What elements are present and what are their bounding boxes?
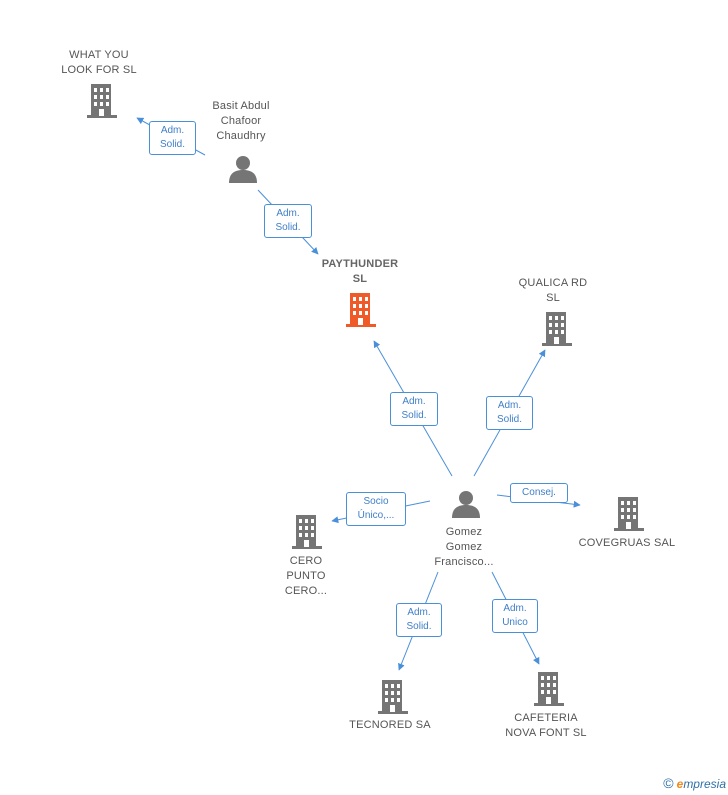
node-label-tecnored: TECNORED SA <box>349 719 431 731</box>
node-label-covegruas: COVEGRUAS SAL <box>578 537 676 549</box>
building-icon[interactable] <box>290 515 324 549</box>
building-icon[interactable] <box>85 84 119 118</box>
building-main-icon[interactable] <box>344 293 378 327</box>
brand-logo-e: e <box>676 777 684 791</box>
building-icon[interactable] <box>376 680 410 714</box>
person-icon[interactable] <box>228 155 258 183</box>
node-label-basit: Basit Abdul Chafoor Chaudhry <box>212 100 270 142</box>
node-label-cafeteria: CAFETERIA NOVA FONT SL <box>505 712 587 739</box>
building-icon[interactable] <box>540 312 574 346</box>
edge-label-gomez-cero[interactable]: Socio Único,... <box>346 492 406 526</box>
edge-label-gomez-covegruas[interactable]: Consej. <box>510 483 568 503</box>
node-label-paythunder: PAYTHUNDER SL <box>321 258 399 285</box>
edge-label-gomez-paythunder[interactable]: Adm. Solid. <box>390 392 438 426</box>
building-icon[interactable] <box>532 672 566 706</box>
person-icon[interactable] <box>451 490 481 518</box>
node-label-what-you-look-for: WHAT YOU LOOK FOR SL <box>61 49 137 76</box>
edge-label-gomez-cafeteria[interactable]: Adm. Unico <box>492 599 538 633</box>
edge-label-basit-paythunder[interactable]: Adm. Solid. <box>264 204 312 238</box>
footer-brand[interactable]: ©empresia <box>663 775 726 791</box>
edge-label-gomez-tecnored[interactable]: Adm. Solid. <box>396 603 442 637</box>
edge-label-basit-whatyou[interactable]: Adm. Solid. <box>149 121 196 155</box>
copyright-icon: © <box>663 775 674 791</box>
building-icon[interactable] <box>612 497 646 531</box>
brand-name: mpresia <box>683 777 726 791</box>
edge-label-gomez-qualica[interactable]: Adm. Solid. <box>486 396 533 430</box>
node-label-cero-punto: CERO PUNTO CERO... <box>284 555 328 597</box>
node-label-qualica: QUALICA RD SL <box>518 277 588 304</box>
node-label-gomez: Gomez Gomez Francisco... <box>434 526 494 568</box>
